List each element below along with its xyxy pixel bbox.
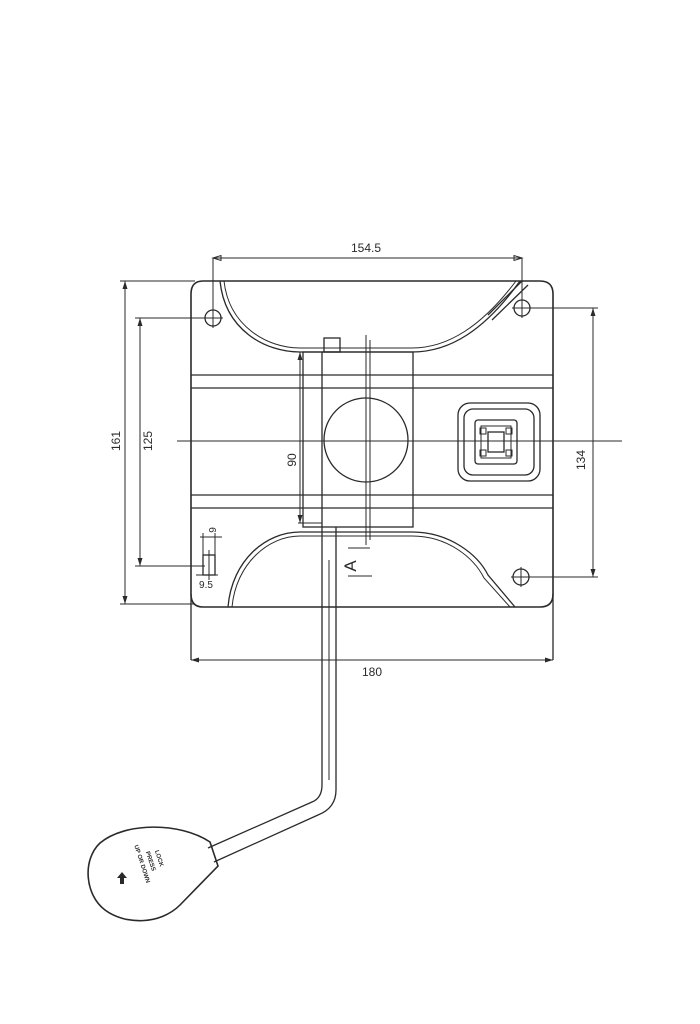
lever-rod xyxy=(207,527,337,863)
handle-text-lock: LOCK xyxy=(153,850,164,869)
plate-outline xyxy=(190,280,554,660)
dim-9-5: 9.5 xyxy=(199,580,213,591)
dim-9: 9 xyxy=(208,527,219,533)
lever-handle: LOCK PRESS UP OR DOWN xyxy=(87,826,219,922)
dim-154-5: 154.5 xyxy=(351,241,381,255)
dimension-left-outer: 161 xyxy=(109,280,195,605)
center-block xyxy=(302,337,414,540)
dimension-center: 90 xyxy=(285,351,322,524)
dimension-bottom: 180 xyxy=(191,657,553,679)
dimension-left-inner: 125 xyxy=(135,317,215,567)
dim-161: 161 xyxy=(109,431,123,451)
center-lines xyxy=(177,335,622,545)
lock-mechanism xyxy=(457,402,541,482)
dimension-slot: 9 9.5 xyxy=(196,527,222,591)
section-label: A xyxy=(341,560,360,572)
section-marker-a: A xyxy=(341,547,372,577)
dimension-top: 154.5 xyxy=(211,241,524,310)
dim-134: 134 xyxy=(574,450,588,470)
handle-text-press: PRESS xyxy=(144,851,156,872)
dim-180: 180 xyxy=(362,665,382,679)
mounting-holes xyxy=(202,298,532,587)
top-cutout xyxy=(219,280,529,353)
bottom-cutout xyxy=(227,531,516,608)
dim-125: 125 xyxy=(141,431,155,451)
dim-90: 90 xyxy=(285,453,299,467)
handle-text-direction: UP OR DOWN xyxy=(132,844,150,883)
rails xyxy=(191,374,553,509)
dimension-right: 134 xyxy=(530,307,598,578)
arrow-icon xyxy=(117,872,127,884)
